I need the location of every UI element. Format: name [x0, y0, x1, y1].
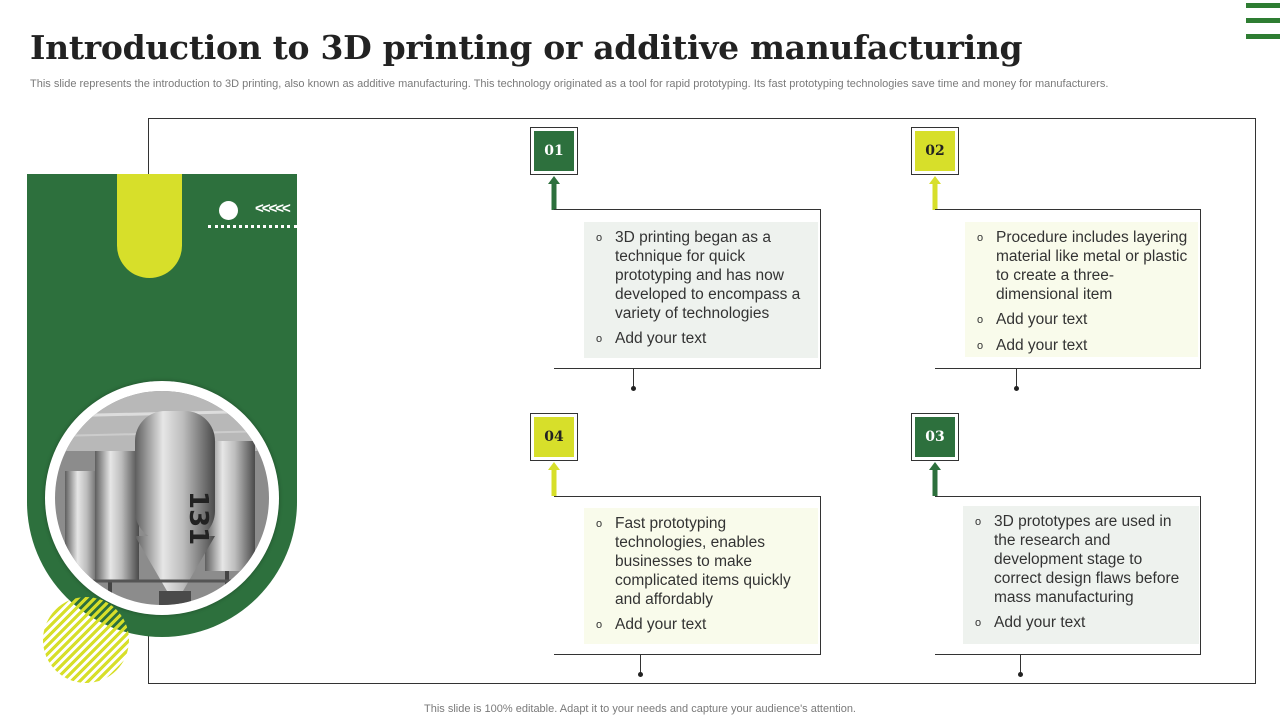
step-03-number: 03	[915, 417, 955, 457]
step-03-card: o 3D prototypes are used in the research …	[963, 506, 1199, 644]
list-item: o 3D prototypes are used in the research …	[975, 512, 1189, 607]
list-item-text: Add your text	[994, 614, 1086, 631]
step-01-tick	[633, 369, 634, 388]
svg-text:131: 131	[183, 491, 213, 545]
hamburger-menu-icon[interactable]	[1246, 3, 1280, 39]
list-item: o 3D printing began as a technique for qu…	[596, 228, 808, 323]
bullet-icon: o	[977, 340, 984, 352]
step-01-bracket	[554, 209, 821, 369]
step-02-bracket	[935, 209, 1201, 369]
list-item-text: 3D printing began as a technique for qui…	[615, 229, 801, 322]
step-04-bracket	[554, 496, 821, 655]
list-item: o Add your text	[596, 615, 808, 635]
bullet-icon: o	[596, 619, 603, 631]
step-02-tick	[1016, 369, 1017, 388]
list-item-text: Add your text	[996, 337, 1088, 354]
list-item-text: 3D prototypes are used in the research a…	[994, 513, 1180, 606]
list-item-text: Fast prototyping technologies, enables b…	[615, 515, 791, 608]
list-item: o Add your text	[977, 336, 1188, 356]
decorative-striped-circle	[43, 597, 129, 683]
step-04-badge: 04	[530, 413, 578, 461]
bullet-icon: o	[596, 518, 603, 530]
bullet-icon: o	[596, 232, 603, 244]
bullet-icon: o	[977, 232, 984, 244]
step-03-badge: 03	[911, 413, 959, 461]
list-item-text: Procedure includes layering material lik…	[996, 229, 1188, 303]
step-04-tick-dot	[638, 672, 643, 677]
step-04-card: o Fast prototyping technologies, enables …	[584, 508, 818, 644]
step-02-number: 02	[915, 131, 955, 171]
decorative-dot	[219, 201, 238, 220]
step-04-number: 04	[534, 417, 574, 457]
bullet-icon: o	[977, 314, 984, 326]
decorative-yellow-pill	[117, 174, 182, 278]
bullet-icon: o	[596, 333, 603, 345]
step-02-badge: 02	[911, 127, 959, 175]
slide-subtitle: This slide represents the introduction t…	[30, 78, 1109, 90]
step-04-tick	[640, 655, 641, 674]
arrow-up-icon	[548, 176, 560, 210]
step-01-card: o 3D printing began as a technique for qu…	[584, 222, 818, 358]
step-01-tick-dot	[631, 386, 636, 391]
slide-footer: This slide is 100% editable. Adapt it to…	[424, 703, 856, 715]
step-02-tick-dot	[1014, 386, 1019, 391]
step-03-tick-dot	[1018, 672, 1023, 677]
step-03-bracket	[935, 496, 1201, 655]
factory-tanks-image: 131	[45, 381, 279, 615]
step-01-badge: 01	[530, 127, 578, 175]
arrow-up-icon	[929, 176, 941, 210]
bullet-icon: o	[975, 617, 982, 629]
list-item: o Fast prototyping technologies, enables …	[596, 514, 808, 609]
step-02-card: o Procedure includes layering material li…	[965, 222, 1198, 357]
arrow-up-icon	[929, 462, 941, 496]
bullet-icon: o	[975, 516, 982, 528]
slide-title: Introduction to 3D printing or additive …	[30, 28, 1023, 67]
list-item: o Procedure includes layering material li…	[977, 228, 1188, 304]
list-item: o Add your text	[977, 310, 1188, 330]
arrow-up-icon	[548, 462, 560, 496]
factory-tanks-illustration: 131	[55, 391, 269, 605]
step-01-number: 01	[534, 131, 574, 171]
list-item-text: Add your text	[996, 311, 1088, 328]
list-item: o Add your text	[975, 613, 1189, 633]
step-03-tick	[1020, 655, 1021, 674]
list-item-text: Add your text	[615, 330, 707, 347]
list-item-text: Add your text	[615, 616, 707, 633]
chevrons-left-icon: <<<<<	[255, 200, 291, 217]
list-item: o Add your text	[596, 329, 808, 349]
decorative-dotted-line	[208, 225, 297, 228]
